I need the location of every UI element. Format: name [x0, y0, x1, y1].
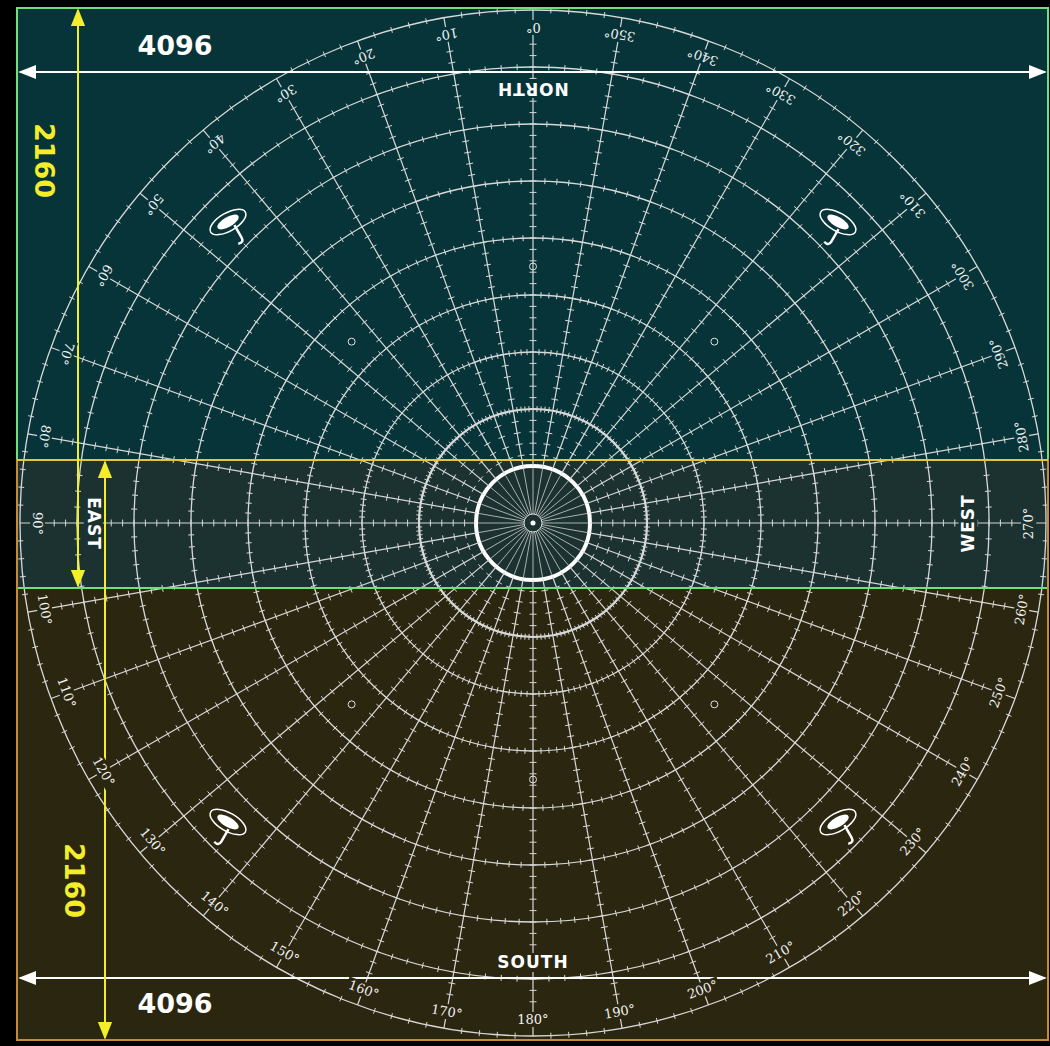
cardinal-label: SOUTH	[493, 953, 572, 972]
inner-spoke	[540, 529, 575, 559]
dimension-label: 2160	[30, 118, 59, 201]
zenith-ring	[524, 514, 542, 532]
band-edge	[17, 459, 1048, 461]
width-dimension	[20, 977, 1045, 979]
grid-marker	[711, 338, 718, 345]
altitude-ring	[20, 10, 1046, 1036]
inner-spoke	[506, 531, 529, 571]
inner-spoke	[533, 468, 534, 514]
azimuth-label: 0°	[524, 20, 543, 35]
telescope-icon	[198, 804, 249, 853]
top-frame-outline	[17, 8, 1048, 588]
inner-spoke	[498, 530, 528, 565]
width-dimension	[20, 71, 1045, 73]
grid-marker	[530, 776, 537, 783]
inner-spoke	[536, 531, 552, 574]
cardinal-label: EAST	[83, 493, 102, 554]
inner-spoke	[485, 496, 525, 519]
altitude-ring	[476, 466, 590, 580]
telescope-icon	[816, 804, 867, 853]
cardinal-label: WEST	[959, 490, 978, 556]
dimension-label: 2160	[60, 838, 89, 921]
inner-spoke	[542, 523, 588, 524]
grid-ticks	[17, 7, 1048, 1038]
inner-spoke	[533, 532, 534, 578]
overlap-band	[17, 460, 1048, 588]
azimuth-label: 90°	[30, 509, 45, 536]
inner-spoke	[535, 469, 543, 514]
inner-spoke	[491, 488, 526, 518]
telescope-icon	[808, 204, 859, 253]
grid-marker	[711, 701, 718, 708]
inner-spoke	[542, 525, 587, 533]
azimuth-label: 180°	[515, 1012, 550, 1027]
inner-spoke	[541, 528, 581, 551]
inner-spoke	[539, 481, 569, 516]
inner-spoke	[479, 513, 524, 521]
inner-spoke	[523, 532, 531, 577]
inner-spoke	[514, 471, 530, 514]
azimuth-label: 270°	[1021, 505, 1036, 540]
height-dimension	[104, 462, 106, 1038]
telescope-icons	[198, 204, 867, 853]
cardinal-label: NORTH	[493, 79, 573, 98]
polar-grid	[17, 7, 1048, 1038]
inner-spoke	[478, 523, 524, 524]
grid-marker	[530, 263, 537, 270]
inner-spoke	[538, 475, 561, 515]
grid-marker	[348, 338, 355, 345]
telescope-icon	[206, 204, 257, 253]
bottom-frame-ground	[17, 460, 1048, 1040]
grid-marker	[348, 701, 355, 708]
height-dimension	[77, 10, 79, 586]
dimension-label: 4096	[133, 31, 216, 60]
top-frame-ground	[17, 8, 1048, 588]
zenith-dot	[531, 521, 536, 526]
bottom-frame-outline	[17, 460, 1048, 1040]
dimension-label: 4096	[133, 989, 216, 1018]
inner-spoke	[541, 504, 584, 520]
inner-spoke	[481, 526, 524, 542]
